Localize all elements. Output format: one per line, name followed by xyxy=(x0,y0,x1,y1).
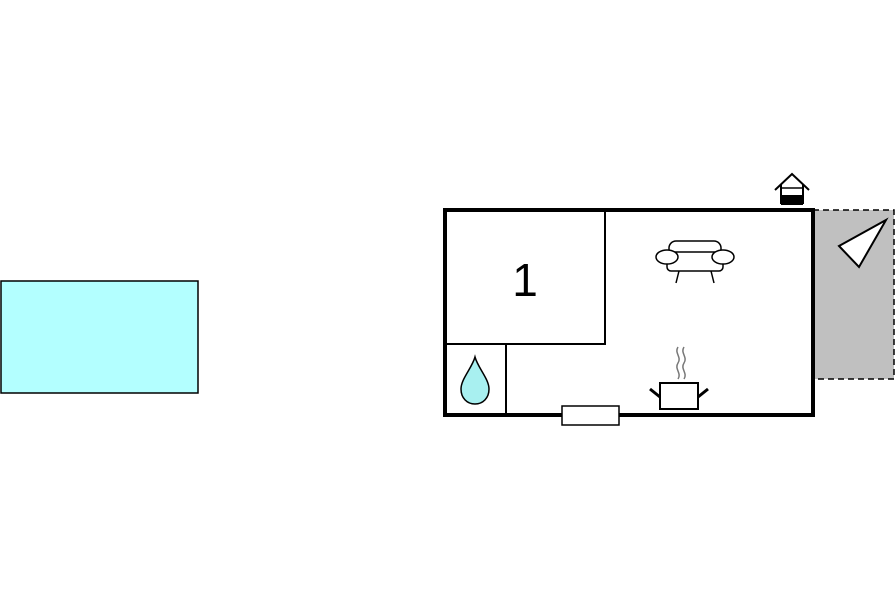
water-drop-icon xyxy=(460,354,490,405)
cooking-pot-icon xyxy=(649,346,709,410)
bedroom-walls xyxy=(445,210,606,345)
house-outline xyxy=(443,208,815,417)
terrace xyxy=(812,209,895,380)
pool xyxy=(0,280,199,394)
bedroom-label: 1 xyxy=(512,254,538,306)
window xyxy=(561,405,620,426)
terrace-triangle-icon xyxy=(837,217,889,269)
entrance-house-icon xyxy=(774,172,810,205)
sofa-icon xyxy=(655,240,735,284)
